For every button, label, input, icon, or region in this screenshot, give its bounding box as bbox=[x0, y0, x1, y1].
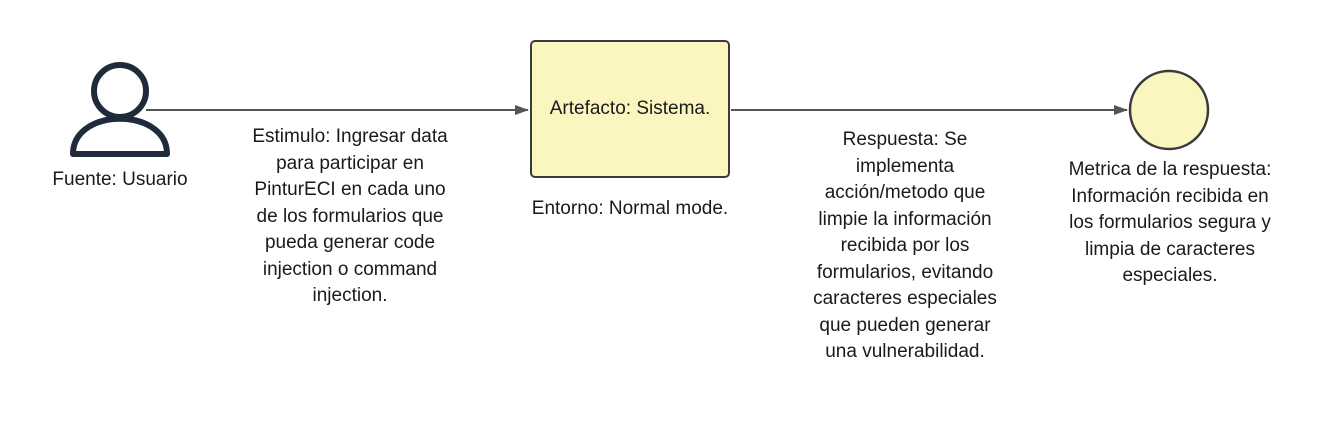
stimulus-label: Estimulo: Ingresar data para participar … bbox=[252, 126, 448, 306]
response-measure-label: Metrica de la respuesta: Información rec… bbox=[1068, 159, 1272, 286]
environment-label: Entorno: Normal mode. bbox=[531, 198, 729, 219]
user-actor-icon bbox=[70, 62, 170, 157]
response-measure-circle bbox=[1128, 69, 1210, 151]
source-label: Fuente: Usuario bbox=[52, 169, 188, 190]
artifact-box: Artefacto: Sistema. bbox=[530, 40, 730, 178]
artifact-label: Artefacto: Sistema. bbox=[549, 97, 711, 119]
response-label: Respuesta: Se implementa acción/metodo q… bbox=[813, 129, 997, 362]
